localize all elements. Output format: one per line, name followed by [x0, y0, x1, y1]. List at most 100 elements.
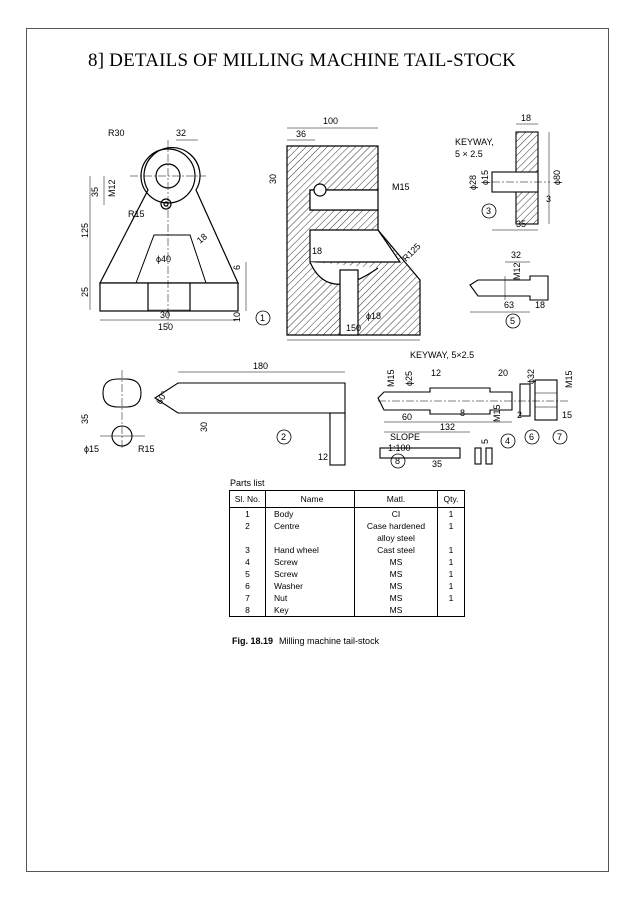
table-cell-name: Hand wheel	[265, 544, 355, 556]
svg-text:6: 6	[529, 432, 534, 442]
svg-text:2: 2	[281, 432, 286, 442]
table-cell-qty: 1	[437, 507, 465, 520]
header-qty: Qty.	[437, 490, 465, 508]
table-cell-name: Body	[265, 507, 355, 520]
svg-text:M15: M15	[492, 404, 502, 422]
svg-text:30: 30	[199, 422, 209, 432]
svg-text:18: 18	[195, 231, 209, 245]
table-cell-matl: MS	[354, 604, 438, 617]
svg-text:150: 150	[346, 323, 361, 333]
svg-text:8: 8	[395, 456, 400, 466]
figure-caption: Fig. 18.19 Milling machine tail-stock	[232, 636, 379, 646]
table-cell-name: Nut	[265, 592, 355, 604]
table-cell-qty: 1	[437, 556, 465, 568]
table-cell-matl: MS	[354, 568, 438, 580]
table-cell-no: 8	[229, 604, 266, 617]
svg-text:150: 150	[158, 322, 173, 332]
svg-text:1: 1	[260, 313, 265, 323]
svg-text:32: 32	[511, 250, 521, 260]
svg-text:ϕ32: ϕ32	[526, 369, 536, 384]
table-cell-name: Washer	[265, 580, 355, 592]
table-cell-matl: CI	[354, 507, 438, 520]
table-cell-no: 2	[229, 520, 266, 544]
svg-text:5: 5	[480, 439, 490, 444]
table-cell-no: 4	[229, 556, 266, 568]
table-cell-no: 1	[229, 507, 266, 520]
svg-text:ϕ40: ϕ40	[156, 254, 171, 264]
svg-text:ϕ80: ϕ80	[552, 170, 562, 185]
table-cell-matl: MS	[354, 580, 438, 592]
table-cell-name: Screw	[265, 568, 355, 580]
svg-text:1:100: 1:100	[388, 443, 411, 453]
table-cell-name: Screw	[265, 556, 355, 568]
svg-text:63: 63	[504, 300, 514, 310]
svg-text:KEYWAY, 5×2.5: KEYWAY, 5×2.5	[410, 350, 474, 360]
svg-text:SLOPE: SLOPE	[390, 432, 420, 442]
table-cell-no: 7	[229, 592, 266, 604]
table-cell-name: Key	[265, 604, 355, 617]
svg-text:7: 7	[557, 432, 562, 442]
svg-text:30: 30	[160, 310, 170, 320]
table-cell-matl: Cast steel	[354, 544, 438, 556]
view-1-labels: R30 32 35 M12 R15 125 18 ϕ40 6 25 30 150…	[80, 128, 271, 332]
header-matl: Matl.	[354, 490, 438, 508]
view-4-screw	[377, 379, 570, 465]
svg-text:36: 36	[296, 129, 306, 139]
svg-text:ϕ15: ϕ15	[480, 170, 490, 185]
table-cell-matl: MS	[354, 556, 438, 568]
svg-text:M12: M12	[107, 179, 117, 197]
view-8-labels: SLOPE 1:100 35 5 8	[388, 432, 490, 469]
table-cell-qty: 1	[437, 544, 465, 556]
table-cell-qty: 1	[437, 568, 465, 580]
svg-text:32: 32	[176, 128, 186, 138]
svg-text:20: 20	[498, 368, 508, 378]
svg-text:12: 12	[318, 452, 328, 462]
view-5-screw	[469, 261, 549, 313]
svg-text:125: 125	[80, 223, 90, 238]
table-cell-name: Centre	[265, 520, 355, 544]
table-cell-qty: 1	[437, 520, 465, 544]
parts-list-title: Parts list	[230, 478, 265, 488]
figure-number: Fig. 18.19	[232, 636, 274, 646]
svg-text:30: 30	[268, 174, 278, 184]
table-cell-no: 3	[229, 544, 266, 556]
svg-text:R15: R15	[128, 209, 145, 219]
page-border	[26, 28, 609, 872]
svg-text:8: 8	[460, 408, 465, 418]
view-body-section	[286, 127, 421, 341]
view-4-labels: KEYWAY, 5×2.5 M15 ϕ25 12 20 ϕ32 M15 60 8…	[386, 350, 574, 449]
svg-text:10: 10	[232, 312, 242, 322]
svg-text:15: 15	[562, 410, 572, 420]
svg-text:3: 3	[546, 194, 551, 204]
svg-text:35: 35	[90, 187, 100, 197]
svg-text:ϕ25: ϕ25	[404, 371, 414, 386]
svg-text:5: 5	[510, 316, 515, 326]
svg-text:5 × 2.5: 5 × 2.5	[455, 149, 483, 159]
svg-text:R15: R15	[138, 444, 155, 454]
page-title: 8] DETAILS OF MILLING MACHINE TAIL-STOCK	[88, 50, 517, 71]
svg-text:35: 35	[80, 414, 90, 424]
figure-title: Milling machine tail-stock	[279, 636, 380, 646]
svg-text:3: 3	[486, 206, 491, 216]
svg-text:ϕ18: ϕ18	[366, 311, 381, 321]
table-cell-no: 6	[229, 580, 266, 592]
svg-text:6: 6	[232, 265, 242, 270]
header-sl-no: Sl. No.	[229, 490, 266, 508]
svg-text:60: 60	[402, 412, 412, 422]
svg-text:M15: M15	[392, 182, 410, 192]
svg-text:18: 18	[535, 300, 545, 310]
svg-text:132: 132	[440, 422, 455, 432]
svg-text:100: 100	[323, 116, 338, 126]
svg-text:M15: M15	[564, 370, 574, 388]
svg-text:R125: R125	[400, 241, 422, 263]
svg-text:35: 35	[432, 459, 442, 469]
